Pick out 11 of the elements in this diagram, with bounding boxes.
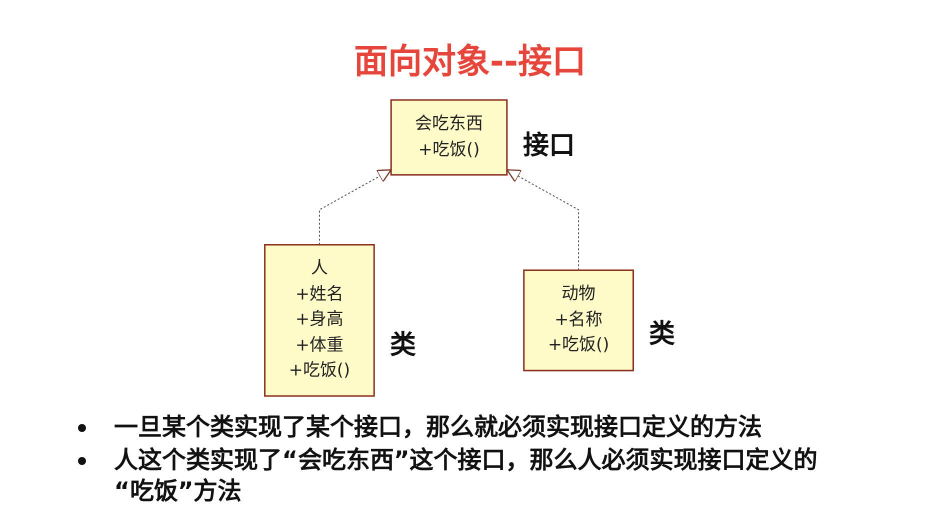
bullet-text: 一旦某个类实现了某个接口，那么就必须实现接口定义的方法: [114, 412, 762, 443]
side-label: 接口: [522, 130, 575, 161]
uml-class-box: 人 +姓名 +身高 +体重 +吃饭(): [264, 244, 375, 397]
side-label: 类: [649, 319, 676, 350]
realization-arrow: [506, 169, 580, 271]
uml-class-box: 会吃东西 +吃饭(): [390, 99, 508, 176]
uml-class-box: 动物 +名称 +吃饭(): [523, 269, 634, 372]
diagram-title: 面向对象--接口: [354, 41, 586, 84]
bullet-text: 人这个类实现了“会吃东西”这个接口，那么人必须实现接口定义的“吃饭”方法: [114, 445, 819, 507]
side-label: 类: [390, 330, 416, 361]
realization-arrow: [318, 169, 392, 246]
